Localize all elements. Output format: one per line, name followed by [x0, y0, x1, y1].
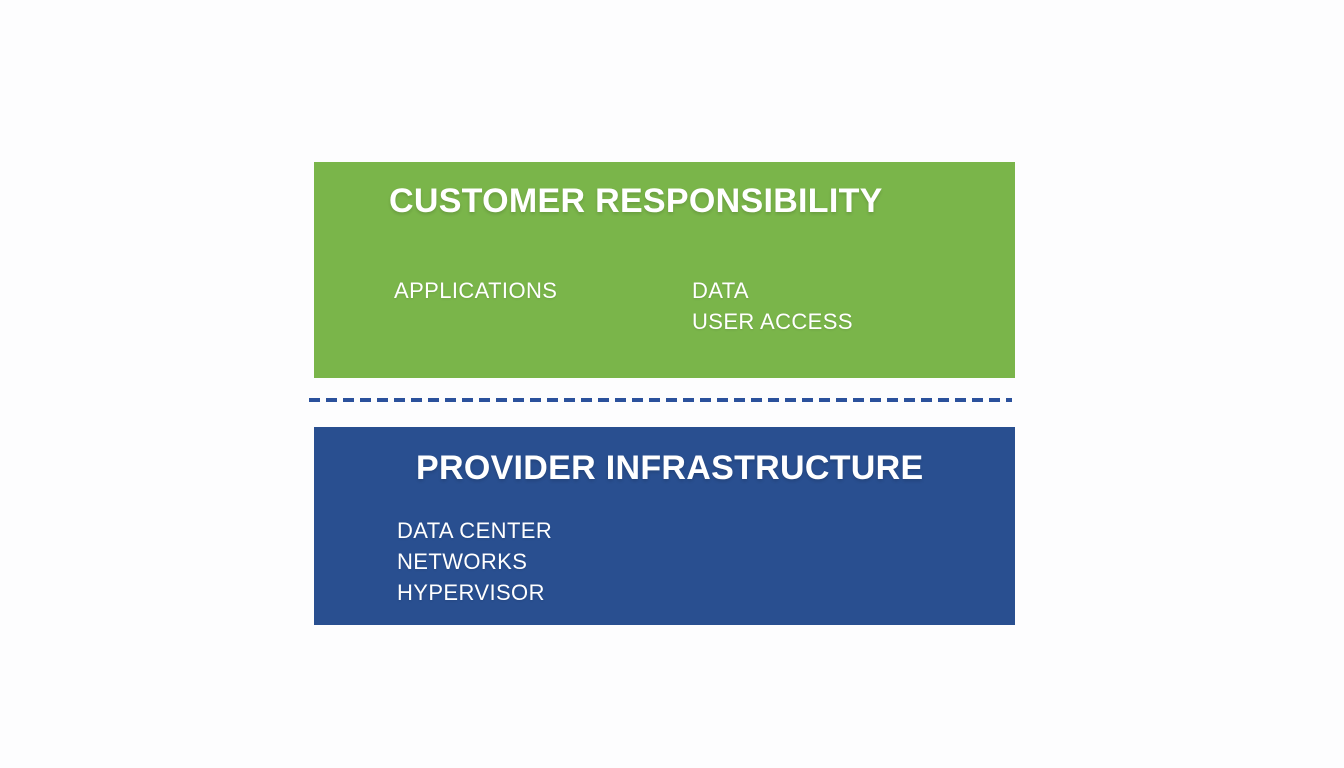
customer-item-user-access: USER ACCESS	[692, 309, 853, 334]
provider-items-list: DATA CENTER NETWORKS HYPERVISOR	[397, 515, 552, 608]
provider-item-data-center: DATA CENTER	[397, 518, 553, 543]
customer-responsibility-box: CUSTOMER RESPONSIBILITY APPLICATIONS DAT…	[314, 162, 1015, 378]
provider-item-hypervisor: HYPERVISOR	[397, 580, 545, 605]
customer-item-data: DATA	[692, 278, 750, 303]
customer-items-column-1: APPLICATIONS	[394, 275, 557, 306]
provider-item-networks: NETWORKS	[397, 549, 528, 574]
customer-box-title: CUSTOMER RESPONSIBILITY	[389, 182, 883, 220]
provider-infrastructure-box: PROVIDER INFRASTRUCTURE DATA CENTER NETW…	[314, 427, 1015, 625]
provider-box-title: PROVIDER INFRASTRUCTURE	[416, 449, 924, 487]
responsibility-divider-dashed-line	[309, 398, 1012, 402]
customer-item-applications: APPLICATIONS	[394, 278, 558, 303]
customer-items-column-2: DATA USER ACCESS	[692, 275, 853, 337]
